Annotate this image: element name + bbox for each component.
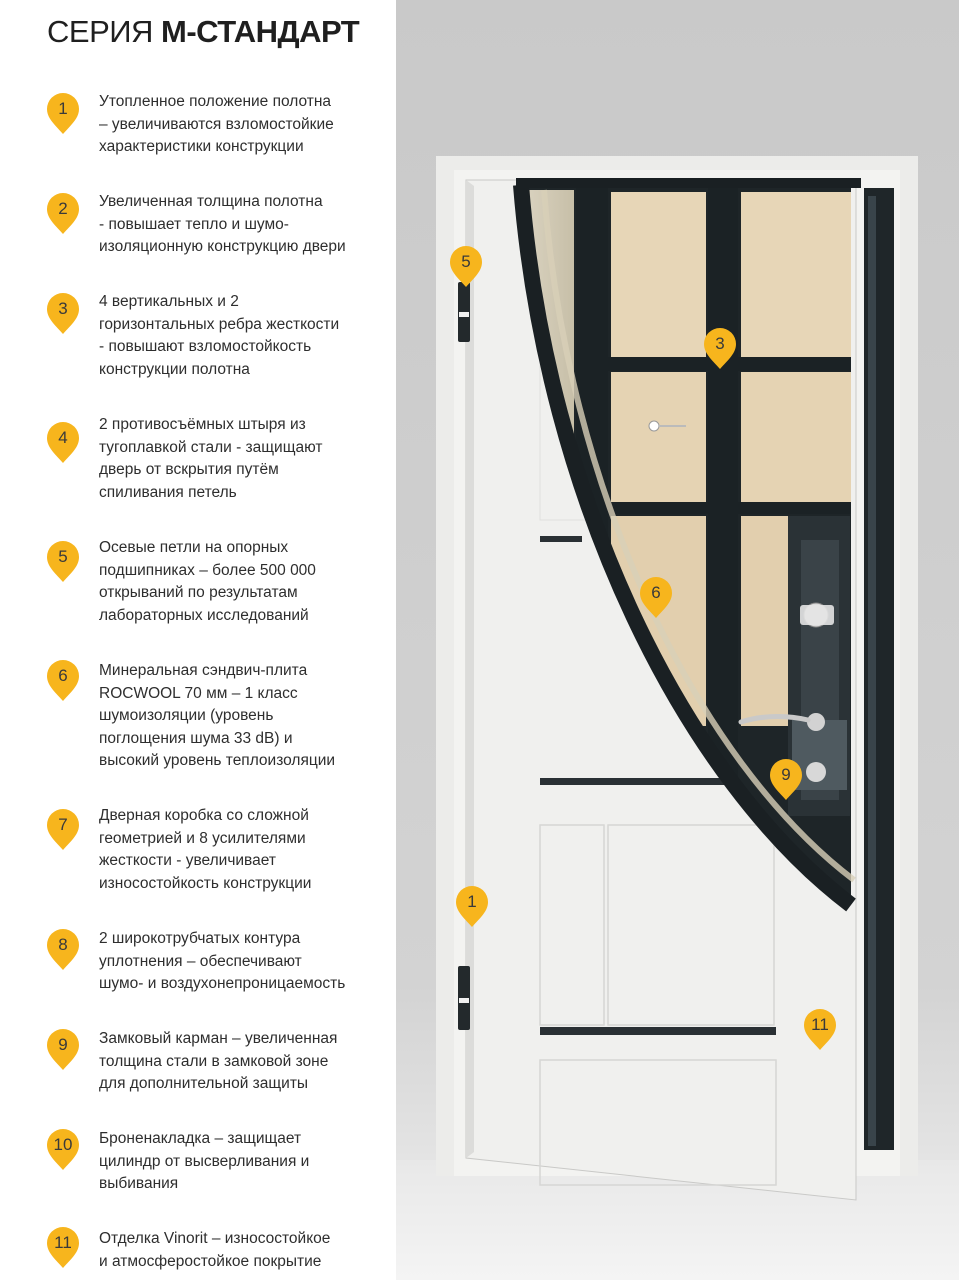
title-model: М-СТАНДАРТ	[161, 14, 360, 49]
photo-marker-number: 11	[811, 1015, 829, 1034]
pin-marker-icon: 5	[46, 541, 80, 583]
pin-marker-icon: 4	[46, 422, 80, 464]
pin-number: 1	[58, 99, 68, 118]
pin-number: 6	[58, 666, 68, 685]
page-title: СЕРИЯ М-СТАНДАРТ	[47, 14, 360, 50]
pin-number: 3	[58, 299, 68, 318]
title-series: СЕРИЯ	[47, 14, 162, 49]
feature-text: Броненакладка – защищает цилиндр от высв…	[99, 1130, 310, 1192]
pin-marker-icon: 8	[46, 929, 80, 971]
feature-text: Замковый карман – увеличенная толщина ст…	[99, 1030, 338, 1092]
photo-marker-number: 1	[467, 892, 477, 911]
photo-marker-11: 11	[803, 1009, 837, 1051]
pin-number: 11	[54, 1233, 72, 1252]
photo-marker-3: 3	[703, 328, 737, 370]
photo-marker-6: 6	[639, 577, 673, 619]
cut-edge	[513, 184, 856, 912]
photo-marker-5: 5	[449, 246, 483, 288]
pin-marker-icon: 9	[46, 1029, 80, 1071]
feature-text: Минеральная сэндвич-плита ROCWOOL 70 мм …	[99, 662, 336, 769]
pin-number: 10	[53, 1135, 73, 1154]
feature-text: 4 вертикальных и 2 горизонтальных ребра …	[99, 293, 340, 378]
pin-marker-icon: 3	[46, 293, 80, 335]
door-illustration-svg	[396, 0, 959, 1280]
feature-text: 2 широкотрубчатых контура уплотнения – о…	[99, 930, 346, 992]
feature-text: Увеличенная толщина полотна - повышает т…	[99, 193, 346, 255]
photo-marker-1: 1	[455, 886, 489, 928]
features-panel: СЕРИЯ М-СТАНДАРТ 1 Утопленное положение …	[0, 0, 396, 1280]
pin-number: 7	[58, 815, 68, 834]
pin-marker-icon: 2	[46, 193, 80, 235]
photo-marker-number: 3	[715, 334, 725, 353]
photo-marker-number: 5	[461, 252, 471, 271]
pin-marker-icon: 1	[46, 93, 80, 135]
pin-marker-icon: 7	[46, 809, 80, 851]
pin-number: 4	[58, 428, 68, 447]
photo-marker-number: 9	[781, 765, 791, 784]
feature-text: Дверная коробка со сложной геометрией и …	[99, 807, 312, 892]
feature-text: Отделка Vinorit – износостойкое и атмосф…	[99, 1230, 331, 1270]
door-cutaway-illustration: 5 3 6 9 1 11	[396, 0, 959, 1280]
feature-text: Осевые петли на опорных подшипниках – бо…	[99, 539, 316, 624]
feature-text: 2 противосъёмных штыря из тугоплавкой ст…	[99, 416, 323, 501]
photo-marker-number: 6	[651, 583, 661, 602]
pin-number: 5	[58, 547, 68, 566]
feature-text: Утопленное положение полотна – увеличива…	[99, 93, 334, 155]
pin-number: 8	[58, 935, 68, 954]
pin-marker-icon: 6	[46, 660, 80, 702]
photo-marker-9: 9	[769, 759, 803, 801]
pin-marker-icon: 11	[46, 1227, 80, 1269]
pin-number: 2	[58, 199, 68, 218]
pin-number: 9	[58, 1035, 68, 1054]
pin-marker-icon: 10	[46, 1129, 80, 1171]
